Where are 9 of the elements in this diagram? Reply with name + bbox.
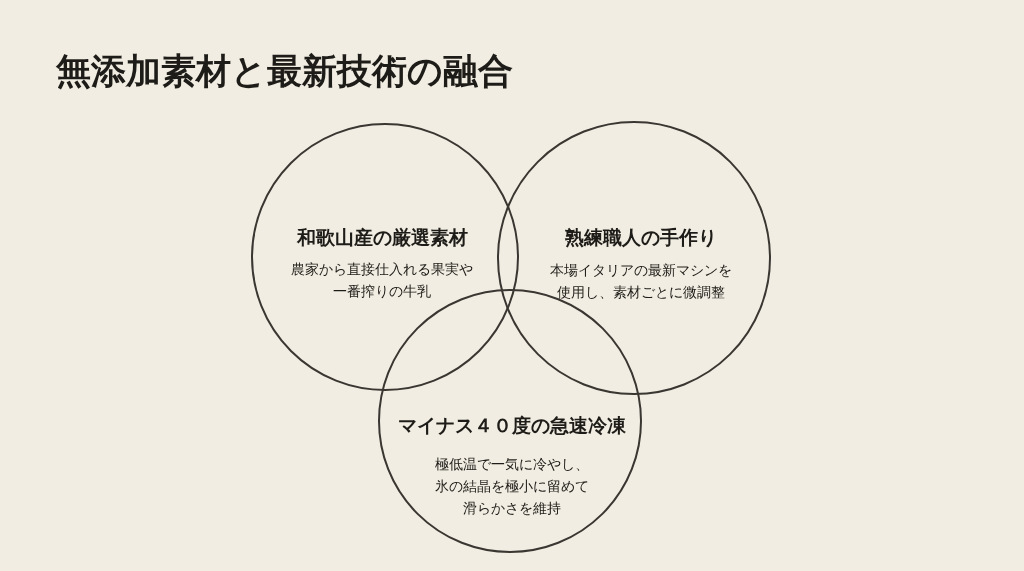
venn-circle — [497, 121, 771, 395]
venn-circle — [251, 123, 519, 391]
circle-description: 本場イタリアの最新マシンを使用し、素材ごとに微調整 — [550, 261, 732, 302]
circle-heading: マイナス４０度の急速冷凍 — [398, 414, 626, 437]
circle-heading: 和歌山産の厳選素材 — [296, 226, 468, 249]
title: 無添加素材と最新技術の融合 — [56, 50, 513, 92]
circle-description: 農家から直接仕入れる果実や一番搾りの牛乳 — [291, 260, 473, 301]
circle-description: 極低温で一気に冷やし、氷の結晶を極小に留めて滑らかさを維持 — [435, 455, 589, 518]
circle-heading: 熟練職人の手作り — [565, 226, 717, 249]
